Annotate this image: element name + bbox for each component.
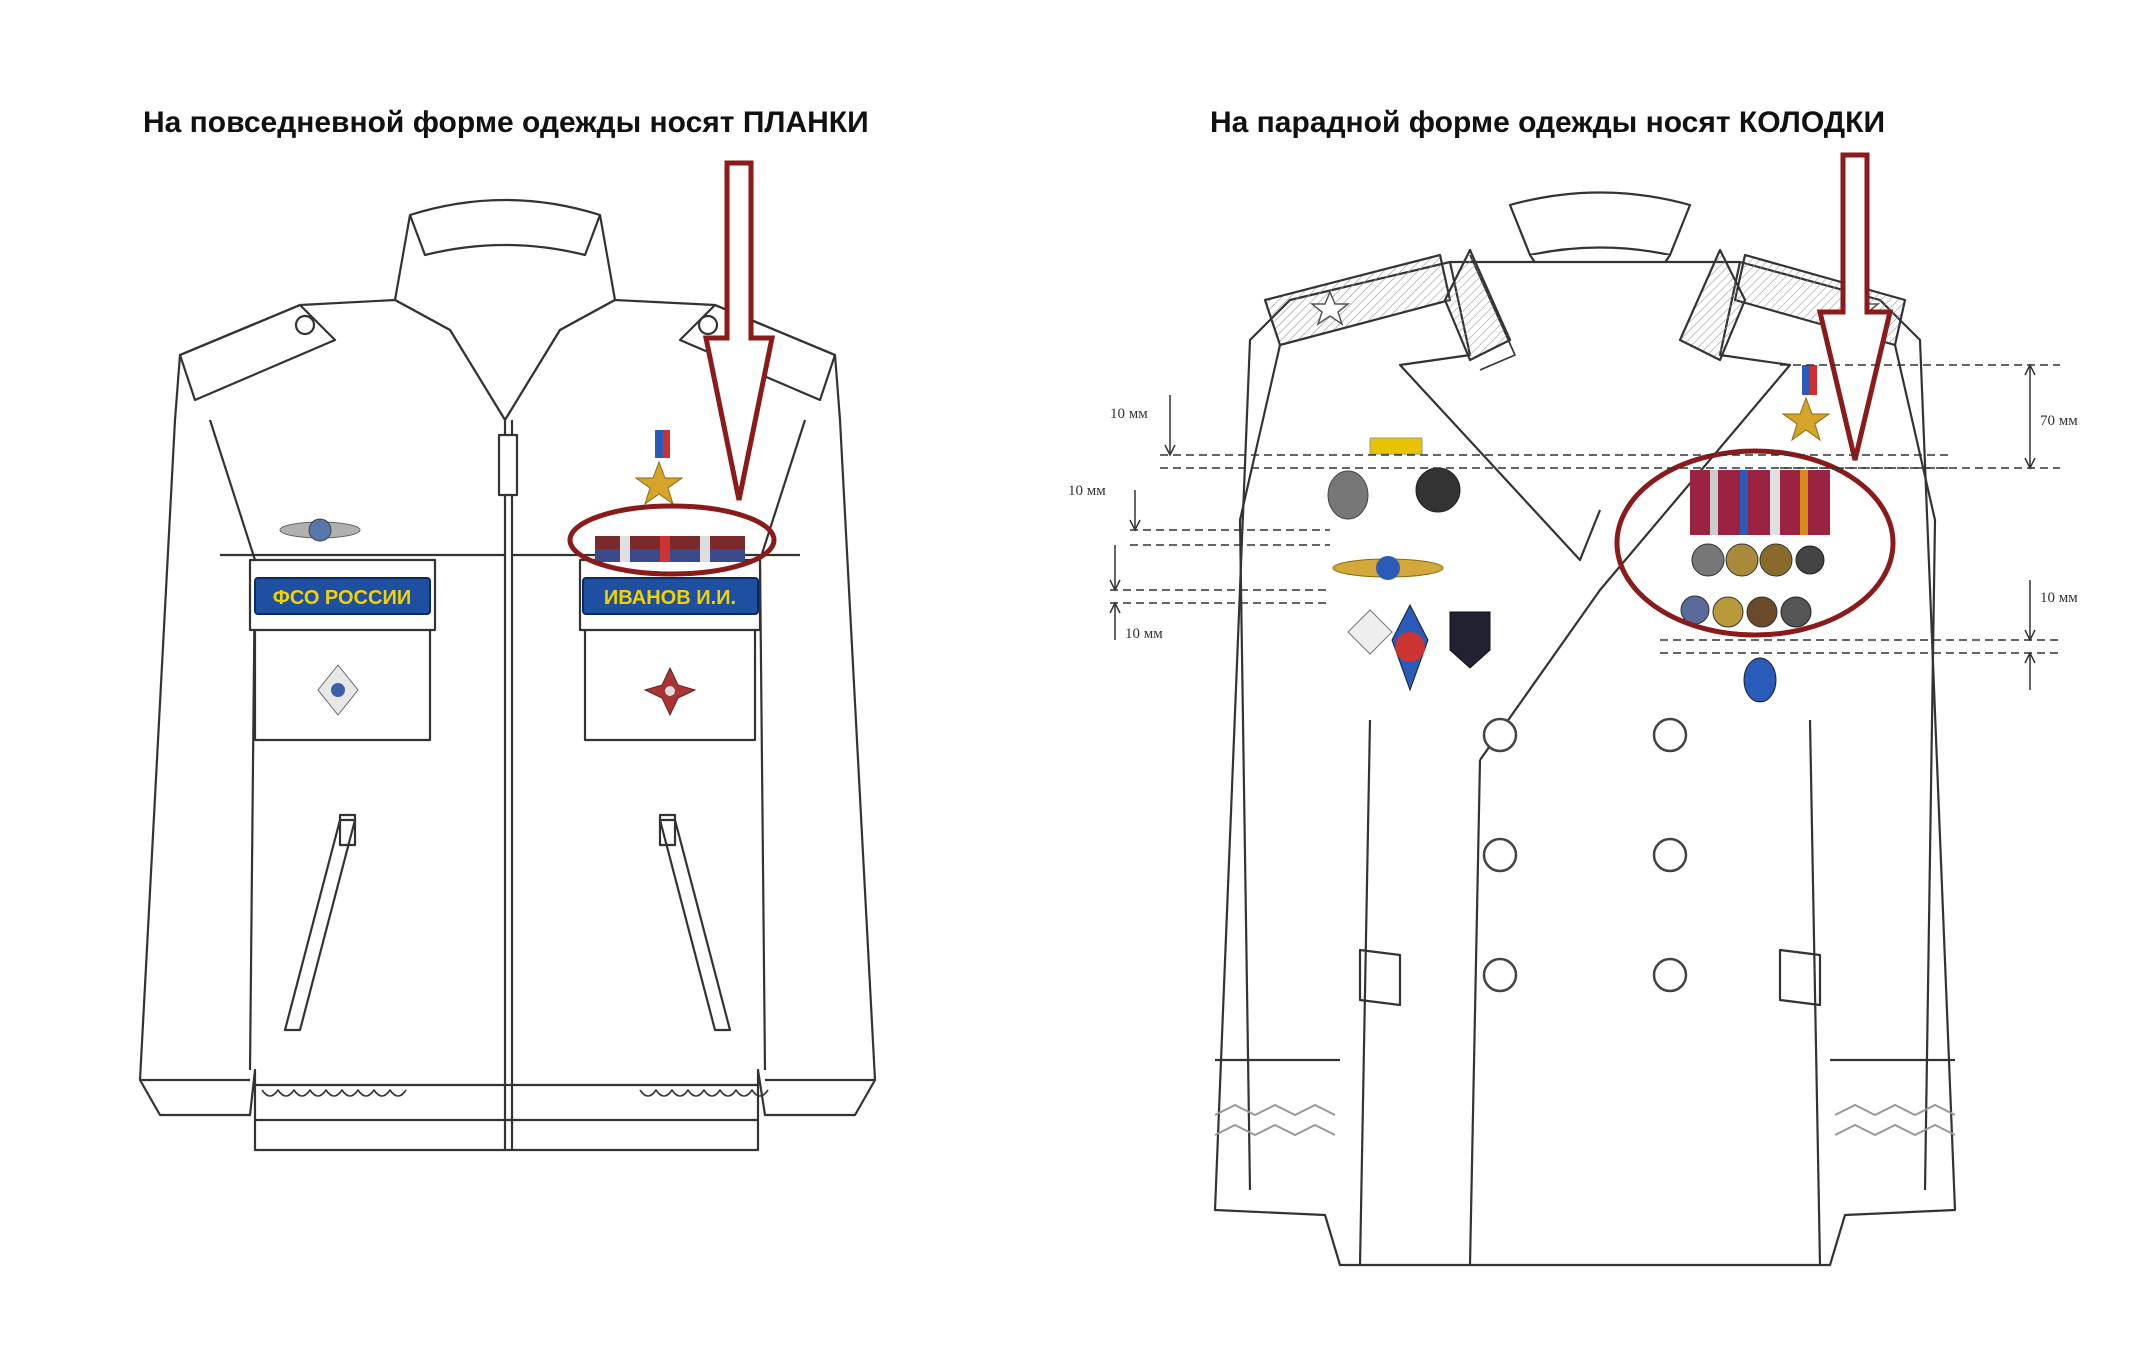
patch-name-text: ИВАНОВ И.И. — [604, 587, 736, 609]
cross-order — [643, 666, 697, 717]
dim-label-10mm-3: 10 мм — [1125, 626, 1163, 642]
patch-fso-text: ФСО РОССИИ — [273, 587, 411, 609]
dimension-labels: 10 мм 10 мм 10 мм 70 мм 10 мм — [1068, 406, 2078, 642]
jacket-buttons — [1482, 717, 1688, 993]
title-parade-uniform: На парадной форме одежды носят КОЛОДКИ — [1210, 106, 1886, 139]
dimension-lines — [1109, 363, 2060, 690]
chest-badges — [1327, 437, 1491, 692]
dim-label-70mm: 70 мм — [2040, 413, 2078, 429]
dim-label-10mm-1: 10 мм — [1110, 406, 1148, 422]
dim-label-10mm-2: 10 мм — [1068, 483, 1106, 499]
title-daily-uniform: На повседневной форме одежды носят ПЛАНК… — [143, 106, 869, 139]
patch-name: ИВАНОВ И.И. — [582, 577, 759, 615]
academic-badge-left — [317, 664, 359, 716]
medal-bars — [1680, 470, 1830, 628]
hero-star-medal — [634, 430, 684, 506]
sleeve-embroidery — [1214, 1103, 1956, 1137]
wings-badge — [279, 518, 361, 542]
patch-fso: ФСО РОССИИ — [254, 577, 431, 615]
arrow-down-icon-right — [1816, 152, 1894, 461]
highlight-ellipse-medals — [1614, 448, 1896, 638]
highlight-ellipse-ribbons — [567, 503, 777, 577]
hero-star-medal-parade — [1781, 365, 1831, 442]
lower-pin-badge — [1743, 657, 1777, 703]
ribbon-bars — [595, 536, 745, 562]
dim-label-10mm-4: 10 мм — [2040, 590, 2078, 606]
arrow-down-icon — [702, 160, 776, 501]
